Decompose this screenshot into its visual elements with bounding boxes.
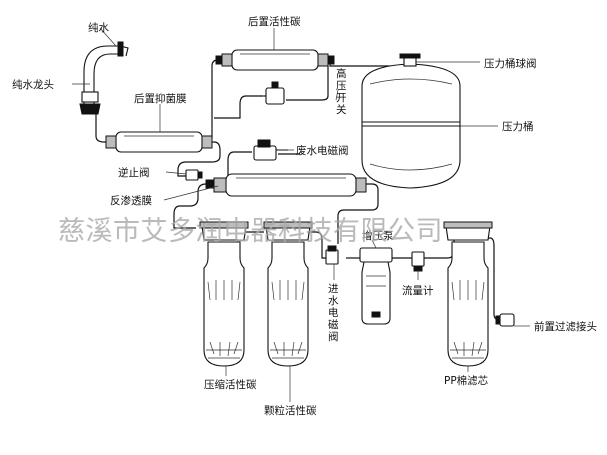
label-flow-meter: 流量计	[402, 284, 434, 297]
label-pp-cotton: PP棉滤芯	[444, 374, 488, 387]
pure-water-faucet	[79, 41, 129, 115]
label-inlet-solenoid: 进 水 电 磁 阀	[328, 283, 339, 343]
tubing	[95, 59, 501, 321]
booster-pump	[359, 247, 393, 325]
pre-filter-connector	[495, 313, 515, 327]
svg-text:高: 高	[336, 67, 347, 80]
pressure-tank	[361, 53, 461, 189]
ro-membrane-housing	[205, 173, 367, 197]
check-valve	[185, 169, 203, 181]
leader-lines	[72, 27, 530, 402]
svg-text:水: 水	[328, 295, 339, 307]
label-booster-pump: 增压泵	[362, 229, 394, 242]
svg-text:电: 电	[328, 306, 339, 319]
label-compressed-carbon: 压缩活性碳	[204, 378, 257, 391]
post-carbon-cartridge	[215, 49, 335, 71]
svg-text:阀: 阀	[328, 330, 339, 343]
label-post-carbon: 后置活性碳	[248, 15, 301, 28]
label-pure-faucet: 纯水龙头	[12, 78, 54, 91]
svg-text:关: 关	[336, 103, 347, 116]
svg-text:进: 进	[328, 283, 339, 295]
svg-text:压: 压	[336, 80, 347, 92]
post-antibacterial-cartridge	[105, 131, 213, 153]
watermark: 慈溪市艾多润电器科技有限公司	[58, 216, 443, 247]
label-pure-water: 纯水	[88, 21, 109, 34]
label-pressure-tank-valve: 压力桶球阀	[484, 57, 537, 70]
inlet-solenoid-valve	[325, 245, 339, 265]
svg-text:开: 开	[336, 92, 347, 104]
label-high-pressure-switch: 高 压 开 关	[336, 67, 347, 116]
label-check-valve: 逆止阀	[118, 166, 150, 179]
flow-meter	[411, 251, 425, 272]
svg-text:磁: 磁	[328, 318, 339, 331]
filter-granular-carbon	[263, 221, 313, 367]
filter-pp-cotton	[443, 221, 493, 367]
label-pre-filter-connector: 前置过滤接头	[534, 320, 597, 333]
label-waste-solenoid: 废水电磁阀	[296, 144, 349, 157]
filter-compressed-carbon	[199, 221, 249, 367]
label-post-antibacterial: 后置抑菌膜	[134, 92, 187, 105]
label-ro-membrane: 反渗透膜	[110, 194, 152, 207]
label-pressure-tank: 压力桶	[502, 120, 534, 133]
high-pressure-switch	[260, 81, 285, 105]
label-granular-carbon: 颗粒活性碳	[264, 404, 317, 417]
